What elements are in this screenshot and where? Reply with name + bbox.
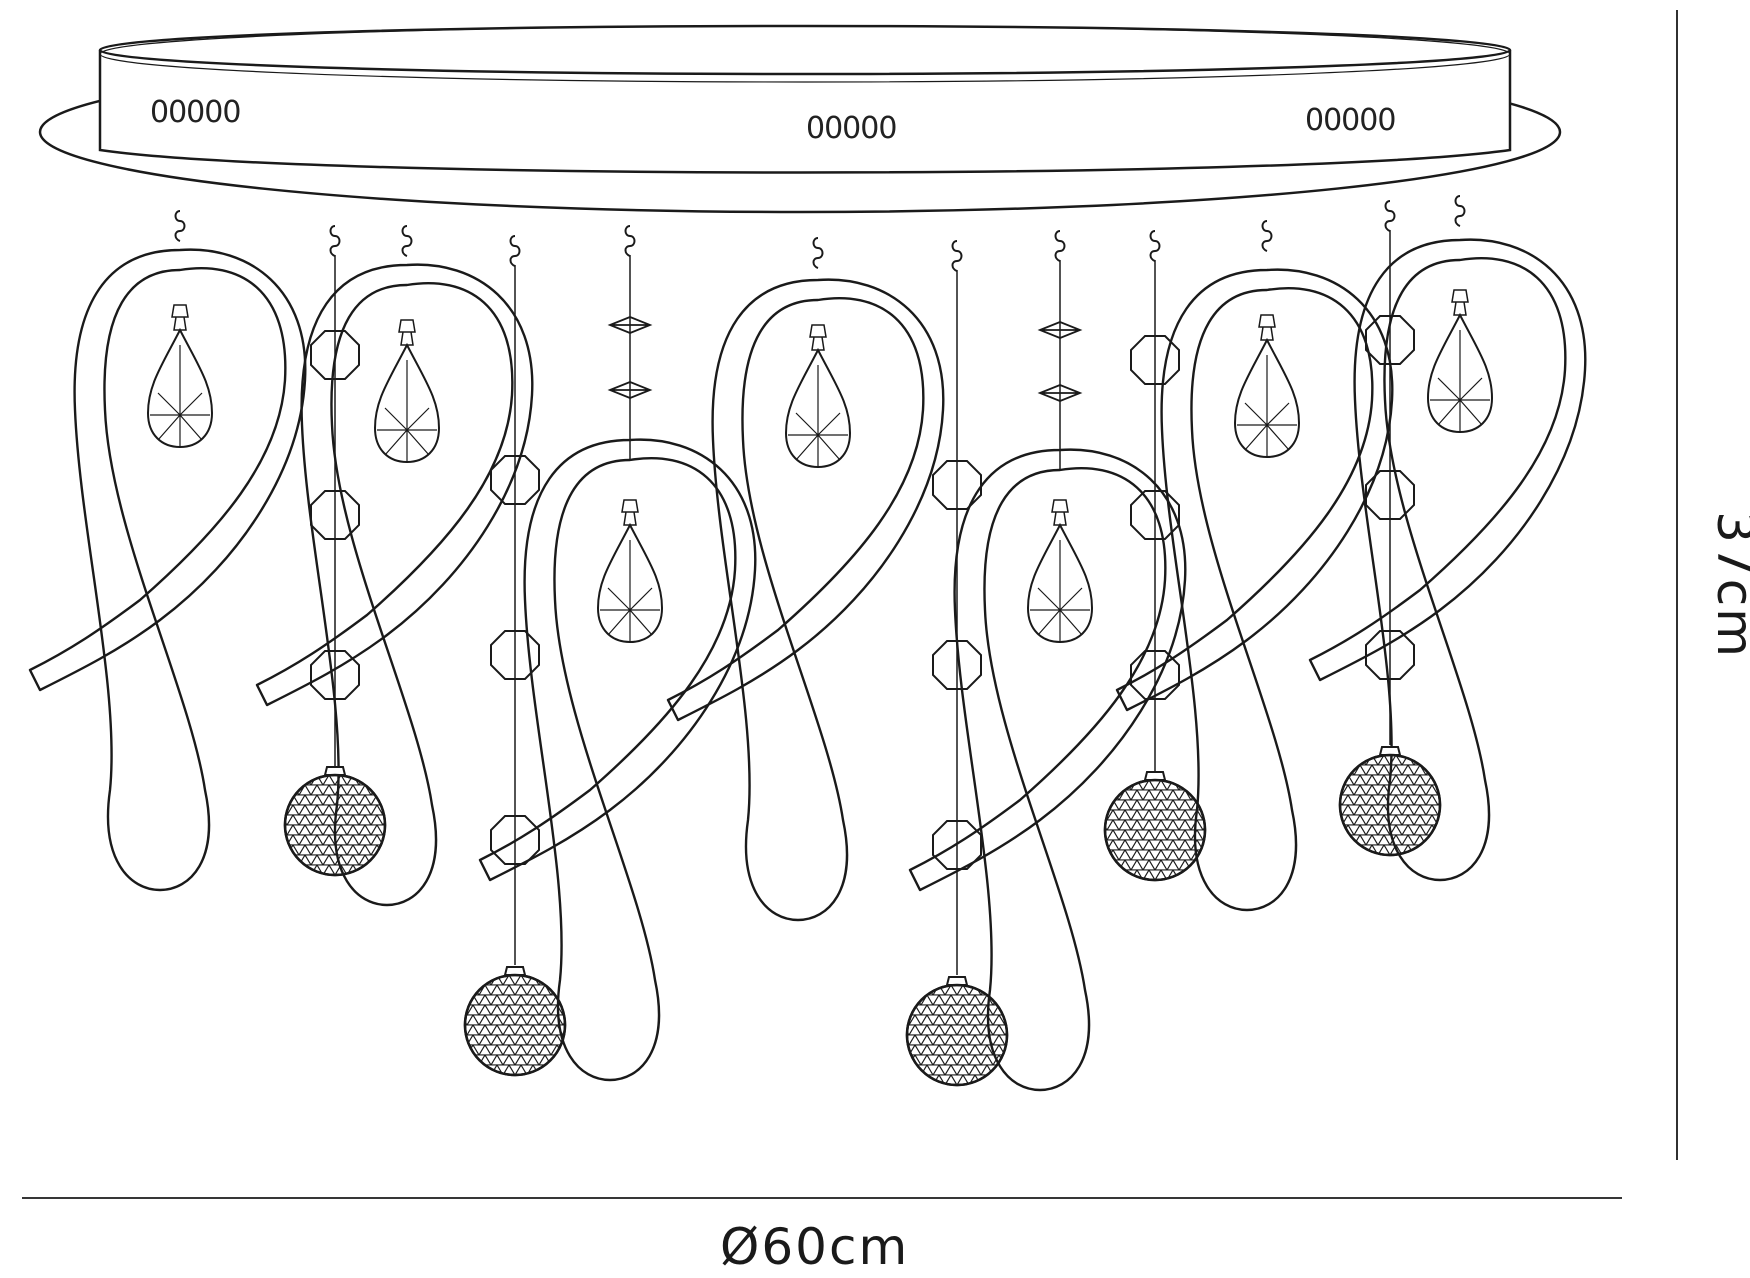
crystal-balls <box>283 745 1442 1087</box>
base-marking-right: 00000 <box>1305 103 1395 138</box>
pendant-strings <box>334 230 1391 975</box>
base-marking-center: 00000 <box>806 111 896 146</box>
ceiling-base: 00000 00000 00000 <box>38 24 1562 214</box>
height-dimension-label: 37cm <box>1706 511 1750 659</box>
ribbon-loops <box>28 238 1587 1092</box>
bicone-beads <box>609 316 1081 402</box>
octagon-links <box>310 315 1415 870</box>
teardrop-crystals <box>147 289 1493 643</box>
width-dimension-label: Ø60cm <box>720 1218 910 1276</box>
dimension-lines <box>22 10 1678 1199</box>
base-marking-left: 00000 <box>150 95 240 130</box>
